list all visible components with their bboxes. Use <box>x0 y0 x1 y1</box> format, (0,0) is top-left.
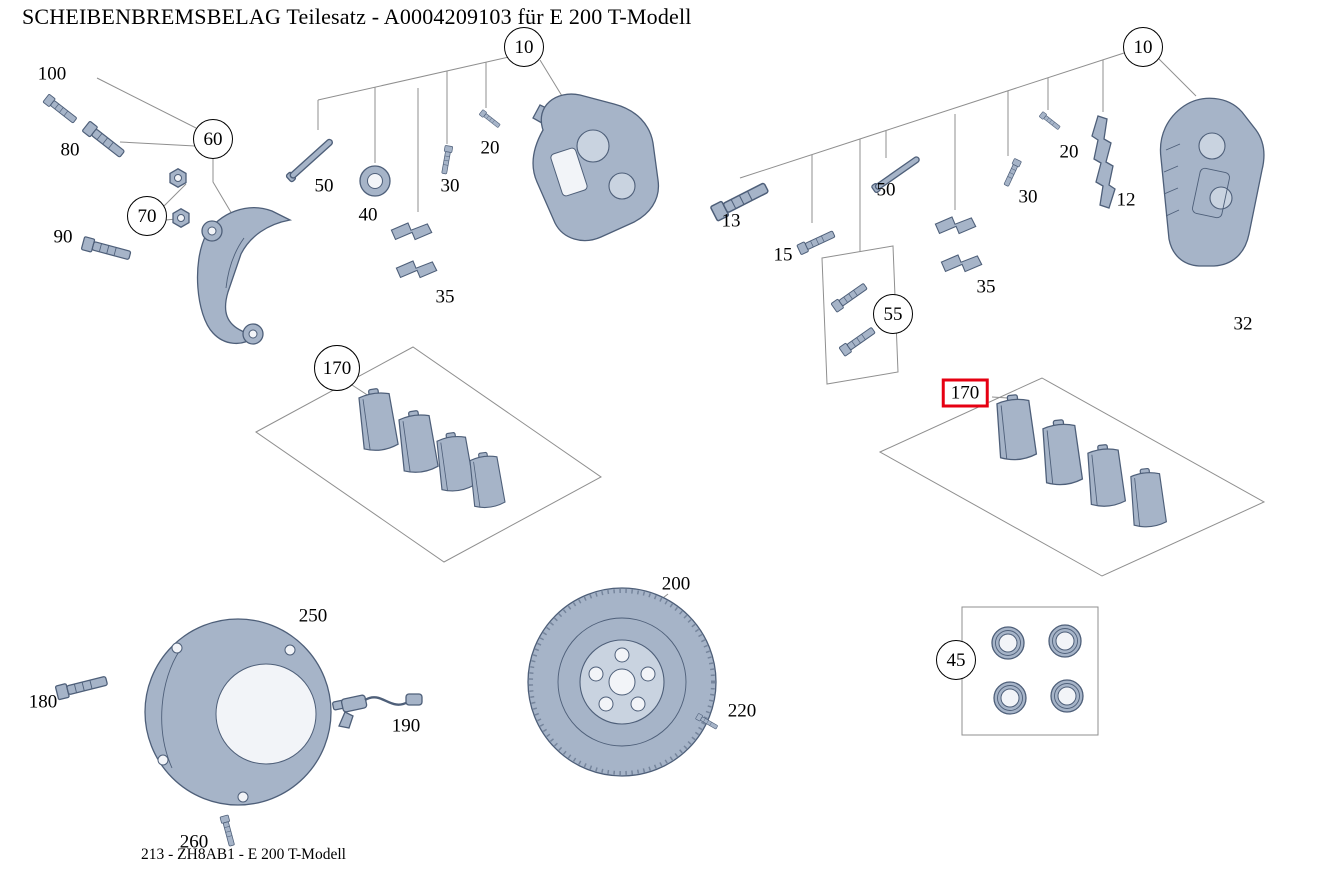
callout-60[interactable]: 60 <box>193 119 233 159</box>
page-footer: 213 - ZH8AB1 - E 200 T-Modell <box>141 846 346 863</box>
page-title: SCHEIBENBREMSBELAG Teilesatz - A00042091… <box>22 4 692 29</box>
callout-12[interactable]: 12 <box>1116 189 1136 211</box>
callout-10-left[interactable]: 10 <box>504 27 544 67</box>
callout-35-left[interactable]: 35 <box>435 286 455 308</box>
spring-plate-12-drawing <box>1091 115 1116 209</box>
brake-disc-200-drawing <box>527 587 717 777</box>
brake-caliper-left-drawing <box>532 93 660 242</box>
callout-20-left[interactable]: 20 <box>480 137 500 159</box>
callout-35-right[interactable]: 35 <box>976 276 996 298</box>
callout-90[interactable]: 90 <box>53 226 73 248</box>
callout-190[interactable]: 190 <box>391 715 421 737</box>
callout-180[interactable]: 180 <box>28 691 58 713</box>
wear-sensor-190-drawing <box>332 693 423 729</box>
callout-32[interactable]: 32 <box>1233 313 1253 335</box>
callout-170-left[interactable]: 170 <box>314 345 360 391</box>
callout-200[interactable]: 200 <box>661 573 691 595</box>
callout-55[interactable]: 55 <box>873 294 913 334</box>
pad-set-outline-left <box>255 346 602 563</box>
splash-shield-250-drawing <box>144 618 332 806</box>
leader-lines-right <box>645 52 1197 612</box>
bolt-kit-55-drawing <box>821 245 899 385</box>
callout-40[interactable]: 40 <box>358 204 378 226</box>
callout-30-right[interactable]: 30 <box>1018 186 1038 208</box>
callout-50-right[interactable]: 50 <box>876 179 896 201</box>
callout-13[interactable]: 13 <box>721 210 741 232</box>
brake-caliper-32-drawing <box>1159 97 1265 267</box>
callout-250[interactable]: 250 <box>298 605 328 627</box>
callout-50-left[interactable]: 50 <box>314 175 334 197</box>
caliper-carrier-60-drawing <box>196 207 293 345</box>
callout-30-left[interactable]: 30 <box>440 175 460 197</box>
callout-170-right-highlighted[interactable]: 170 <box>941 378 989 408</box>
callout-20-right[interactable]: 20 <box>1059 141 1079 163</box>
callout-80[interactable]: 80 <box>60 139 80 161</box>
callout-10-right[interactable]: 10 <box>1123 27 1163 67</box>
callout-15[interactable]: 15 <box>773 244 793 266</box>
callout-45[interactable]: 45 <box>936 640 976 680</box>
callout-100[interactable]: 100 <box>37 63 67 85</box>
callout-70[interactable]: 70 <box>127 196 167 236</box>
callout-260[interactable]: 260 <box>179 831 209 853</box>
callout-220[interactable]: 220 <box>727 700 757 722</box>
